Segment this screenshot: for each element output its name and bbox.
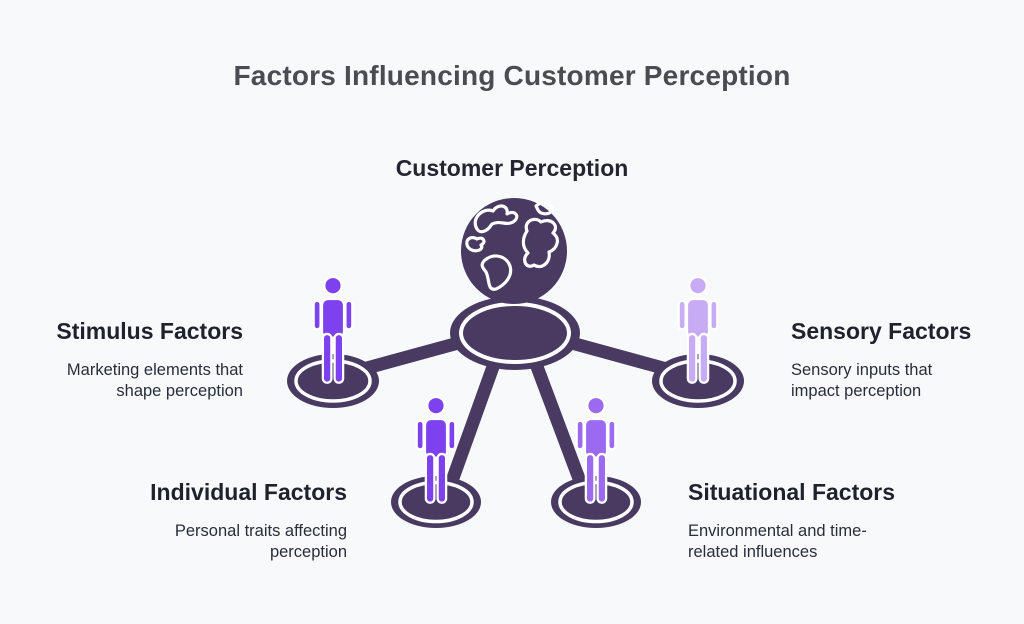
factor-label-stimulus: Stimulus Factors	[56, 318, 243, 344]
situational-platform-ellipse	[551, 476, 641, 528]
individual-platform-ellipse	[391, 476, 481, 528]
factor-description-sensory: Sensory inputs that impact perception	[791, 361, 933, 400]
factor-description-situational: Environmental and time-related influence…	[688, 522, 867, 561]
factor-block-situational: Situational Factors Environmental and ti…	[688, 479, 928, 563]
connector-center-to-situational	[529, 357, 591, 499]
factor-block-stimulus: Stimulus Factors Marketing elements that…	[13, 318, 243, 402]
factor-label-individual: Individual Factors	[150, 479, 347, 505]
factor-block-sensory: Sensory Factors Sensory inputs that impa…	[791, 318, 1021, 402]
factor-description-stimulus: Marketing elements that shape perception	[66, 361, 243, 400]
connector-center-to-individual	[441, 357, 501, 499]
center-platform-ellipse	[450, 296, 580, 370]
center-node-label: Customer Perception	[395, 155, 629, 181]
globe-icon	[461, 198, 567, 304]
factor-description-individual: Personal traits affecting perception	[174, 522, 347, 561]
factor-label-situational: Situational Factors	[688, 479, 896, 505]
stimulus-platform-ellipse	[287, 354, 379, 408]
page-title: Factors Influencing Customer Perception	[233, 60, 791, 91]
factor-block-individual: Individual Factors Personal traits affec…	[107, 479, 347, 563]
factor-label-sensory: Sensory Factors	[791, 318, 972, 344]
sensory-platform-ellipse	[652, 354, 744, 408]
